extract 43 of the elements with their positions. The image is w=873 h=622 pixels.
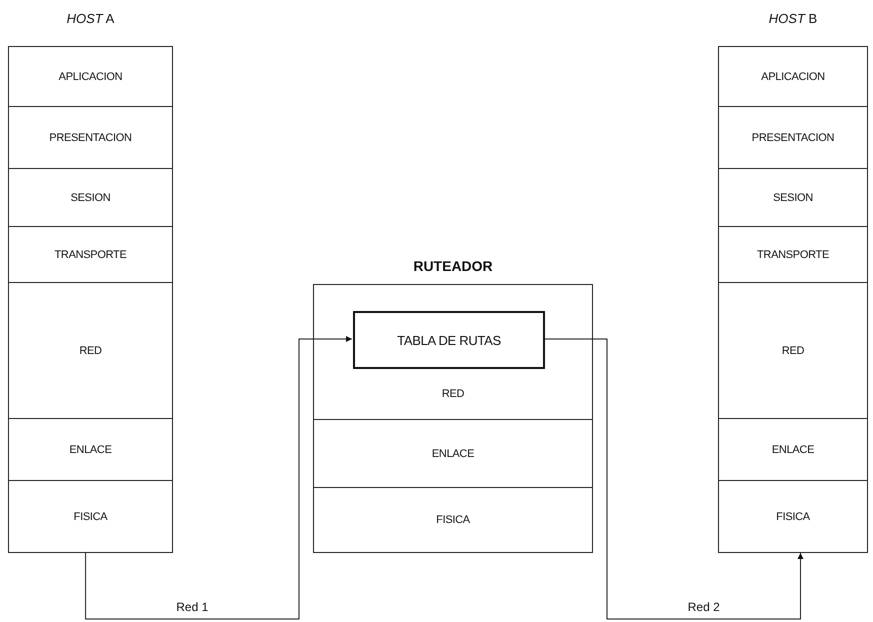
edge-label: Red 1 xyxy=(174,600,210,614)
layer-box xyxy=(8,480,173,553)
layer-label: FISICA xyxy=(776,510,810,522)
layer-box xyxy=(8,168,173,227)
layer-label: RED xyxy=(782,344,804,356)
layer-label: ENLACE xyxy=(772,444,814,456)
layer-label: ENLACE xyxy=(69,444,112,456)
layer-box xyxy=(8,418,173,481)
layer-label: RED xyxy=(79,344,102,356)
layer-box xyxy=(718,168,868,227)
connector-arrow xyxy=(544,338,804,620)
layer-box xyxy=(718,46,868,107)
layer-box xyxy=(718,282,868,419)
layer-label: SESION xyxy=(773,192,813,204)
layer-label: FISICA xyxy=(436,514,470,526)
layer-label: TRANSPORTE xyxy=(757,248,829,260)
layer-box xyxy=(8,46,173,107)
layer-label: APLICACION xyxy=(761,70,825,82)
layer-label: APLICACION xyxy=(58,70,122,82)
layer-label: TRANSPORTE xyxy=(54,248,126,260)
layer-label: SESION xyxy=(70,192,110,204)
layer-label: RED xyxy=(442,388,464,400)
layer-label: PRESENTACION xyxy=(752,132,834,144)
layer-box xyxy=(718,106,868,169)
routing-table-box xyxy=(353,311,545,369)
layer-box xyxy=(718,418,868,481)
host-heading: HOST A xyxy=(66,11,116,26)
layer-box xyxy=(313,487,593,553)
router-heading: RUTEADOR xyxy=(412,258,494,274)
layer-label: PRESENTACION xyxy=(49,132,132,144)
layer-label: FISICA xyxy=(74,510,108,522)
edge-label: Red 2 xyxy=(686,600,722,614)
layer-box xyxy=(313,284,593,420)
layer-box xyxy=(313,419,593,488)
layer-box xyxy=(8,282,173,419)
layer-box xyxy=(718,480,868,553)
connector-arrow xyxy=(85,336,352,620)
table-label: TABLA DE RUTAS xyxy=(397,332,501,348)
layer-box xyxy=(718,226,868,283)
layer-box xyxy=(8,226,173,283)
layer-box xyxy=(8,106,173,169)
layer-label: ENLACE xyxy=(432,448,474,460)
host-heading: HOST B xyxy=(768,11,818,26)
